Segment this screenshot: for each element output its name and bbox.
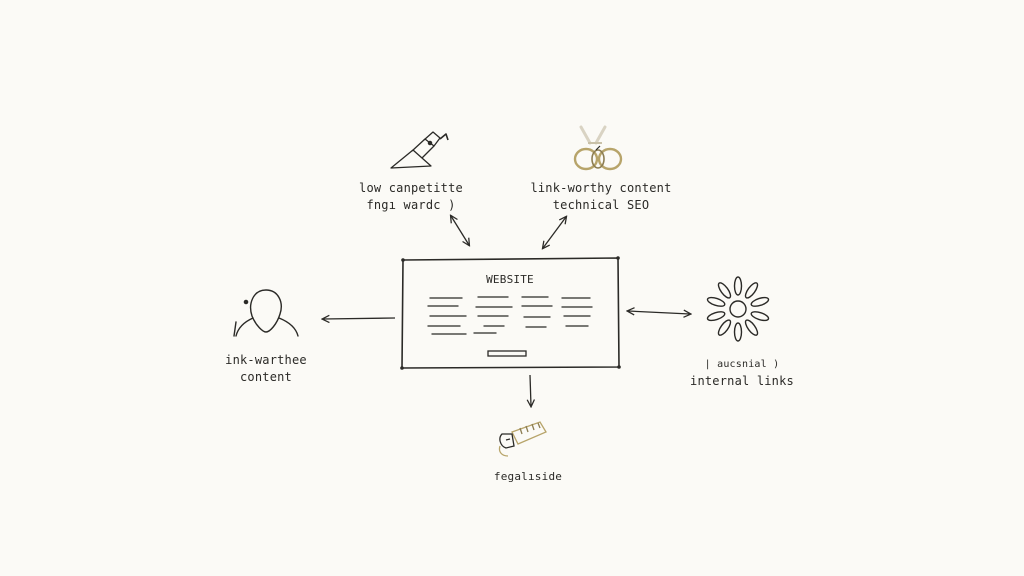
arrows: [323, 216, 690, 406]
website-button-bar: [487, 350, 527, 357]
shovel-icon: [390, 131, 449, 169]
website-box: [400, 256, 621, 370]
arrow-top-right: [543, 217, 566, 248]
node-label-line: internal links: [690, 374, 794, 388]
chain-link-icon: [573, 125, 623, 171]
sunburst-icon: [706, 276, 770, 342]
node-label-line: technical SEO: [552, 198, 650, 212]
node-label-right: | aucsnial ) internal links: [680, 356, 804, 390]
person-icon: [233, 289, 299, 337]
node-label-left: ink-warthee content: [206, 352, 326, 386]
arrow-top-left: [451, 216, 469, 245]
website-title: WEBSITE: [486, 273, 534, 286]
node-label-line: content: [240, 370, 292, 384]
ruler-tool-icon: [498, 421, 547, 457]
node-label-line: low canpetitte: [359, 181, 463, 195]
arrow-bottom: [530, 374, 531, 406]
node-label-line: | aucsnial ): [704, 359, 780, 370]
arrow-right: [628, 311, 690, 314]
node-label-line: fngı wardc ): [366, 198, 456, 212]
arrow-left: [323, 318, 396, 319]
node-label-bottom: fegalıside: [476, 468, 580, 485]
website-text-lines: [427, 296, 593, 335]
node-label-line: fegalıside: [493, 470, 563, 483]
node-label-top-right: link-worthy content technical SEO: [518, 180, 684, 214]
node-label-top-left: low canpetitte fngı wardc ): [346, 180, 476, 214]
node-label-line: link-worthy content: [530, 181, 672, 195]
node-label-line: ink-warthee: [225, 353, 307, 367]
